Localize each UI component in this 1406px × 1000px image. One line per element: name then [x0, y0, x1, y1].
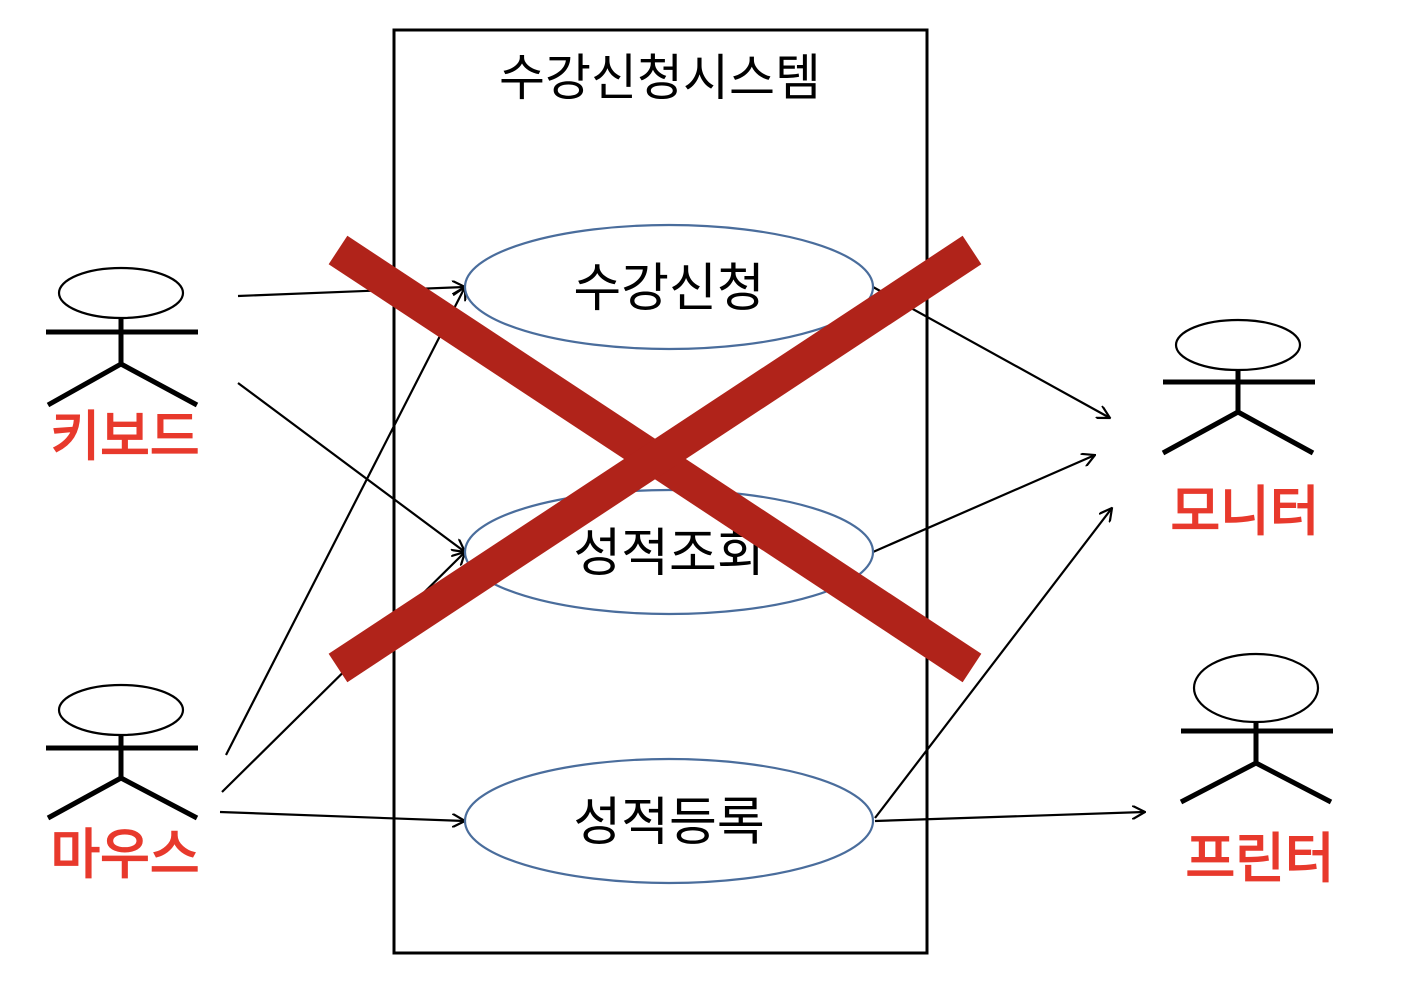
use-case-label: 성적조회: [573, 524, 764, 584]
association-mouse-grade-entry: [219, 810, 465, 821]
use-case-label: 성적등록: [573, 793, 764, 853]
system-title: 수강신청시스템: [499, 49, 821, 107]
system-boundary: [392, 28, 929, 955]
actor-monitor: 모니터: [1161, 318, 1320, 543]
actor-label: 키보드: [50, 405, 199, 468]
use-case-grade-entry: 성적등록: [463, 757, 875, 885]
stick-figure-icon: [1179, 652, 1333, 805]
actor-keyboard: 키보드: [46, 266, 200, 468]
actor-label: 마우스: [50, 823, 199, 886]
association-mouse-register: [225, 287, 465, 756]
stick-figure-icon: [1161, 318, 1315, 456]
x-mark-icon: [328, 235, 982, 683]
actor-printer: 프린터: [1179, 652, 1335, 890]
use-case-label: 수강신청: [573, 259, 764, 319]
stick-figure-icon: [46, 683, 199, 821]
association-keyboard-grade-view: [237, 382, 465, 552]
association-grade-entry-printer: [874, 812, 1145, 823]
actor-label: 프린터: [1185, 827, 1334, 890]
actor-mouse: 마우스: [46, 683, 200, 886]
actor-label: 모니터: [1170, 480, 1319, 543]
stick-figure-icon: [46, 266, 199, 408]
use-case-register: 수강신청: [463, 223, 875, 351]
association-grade-view-monitor: [872, 455, 1095, 554]
association-grade-entry-monitor: [874, 508, 1112, 819]
